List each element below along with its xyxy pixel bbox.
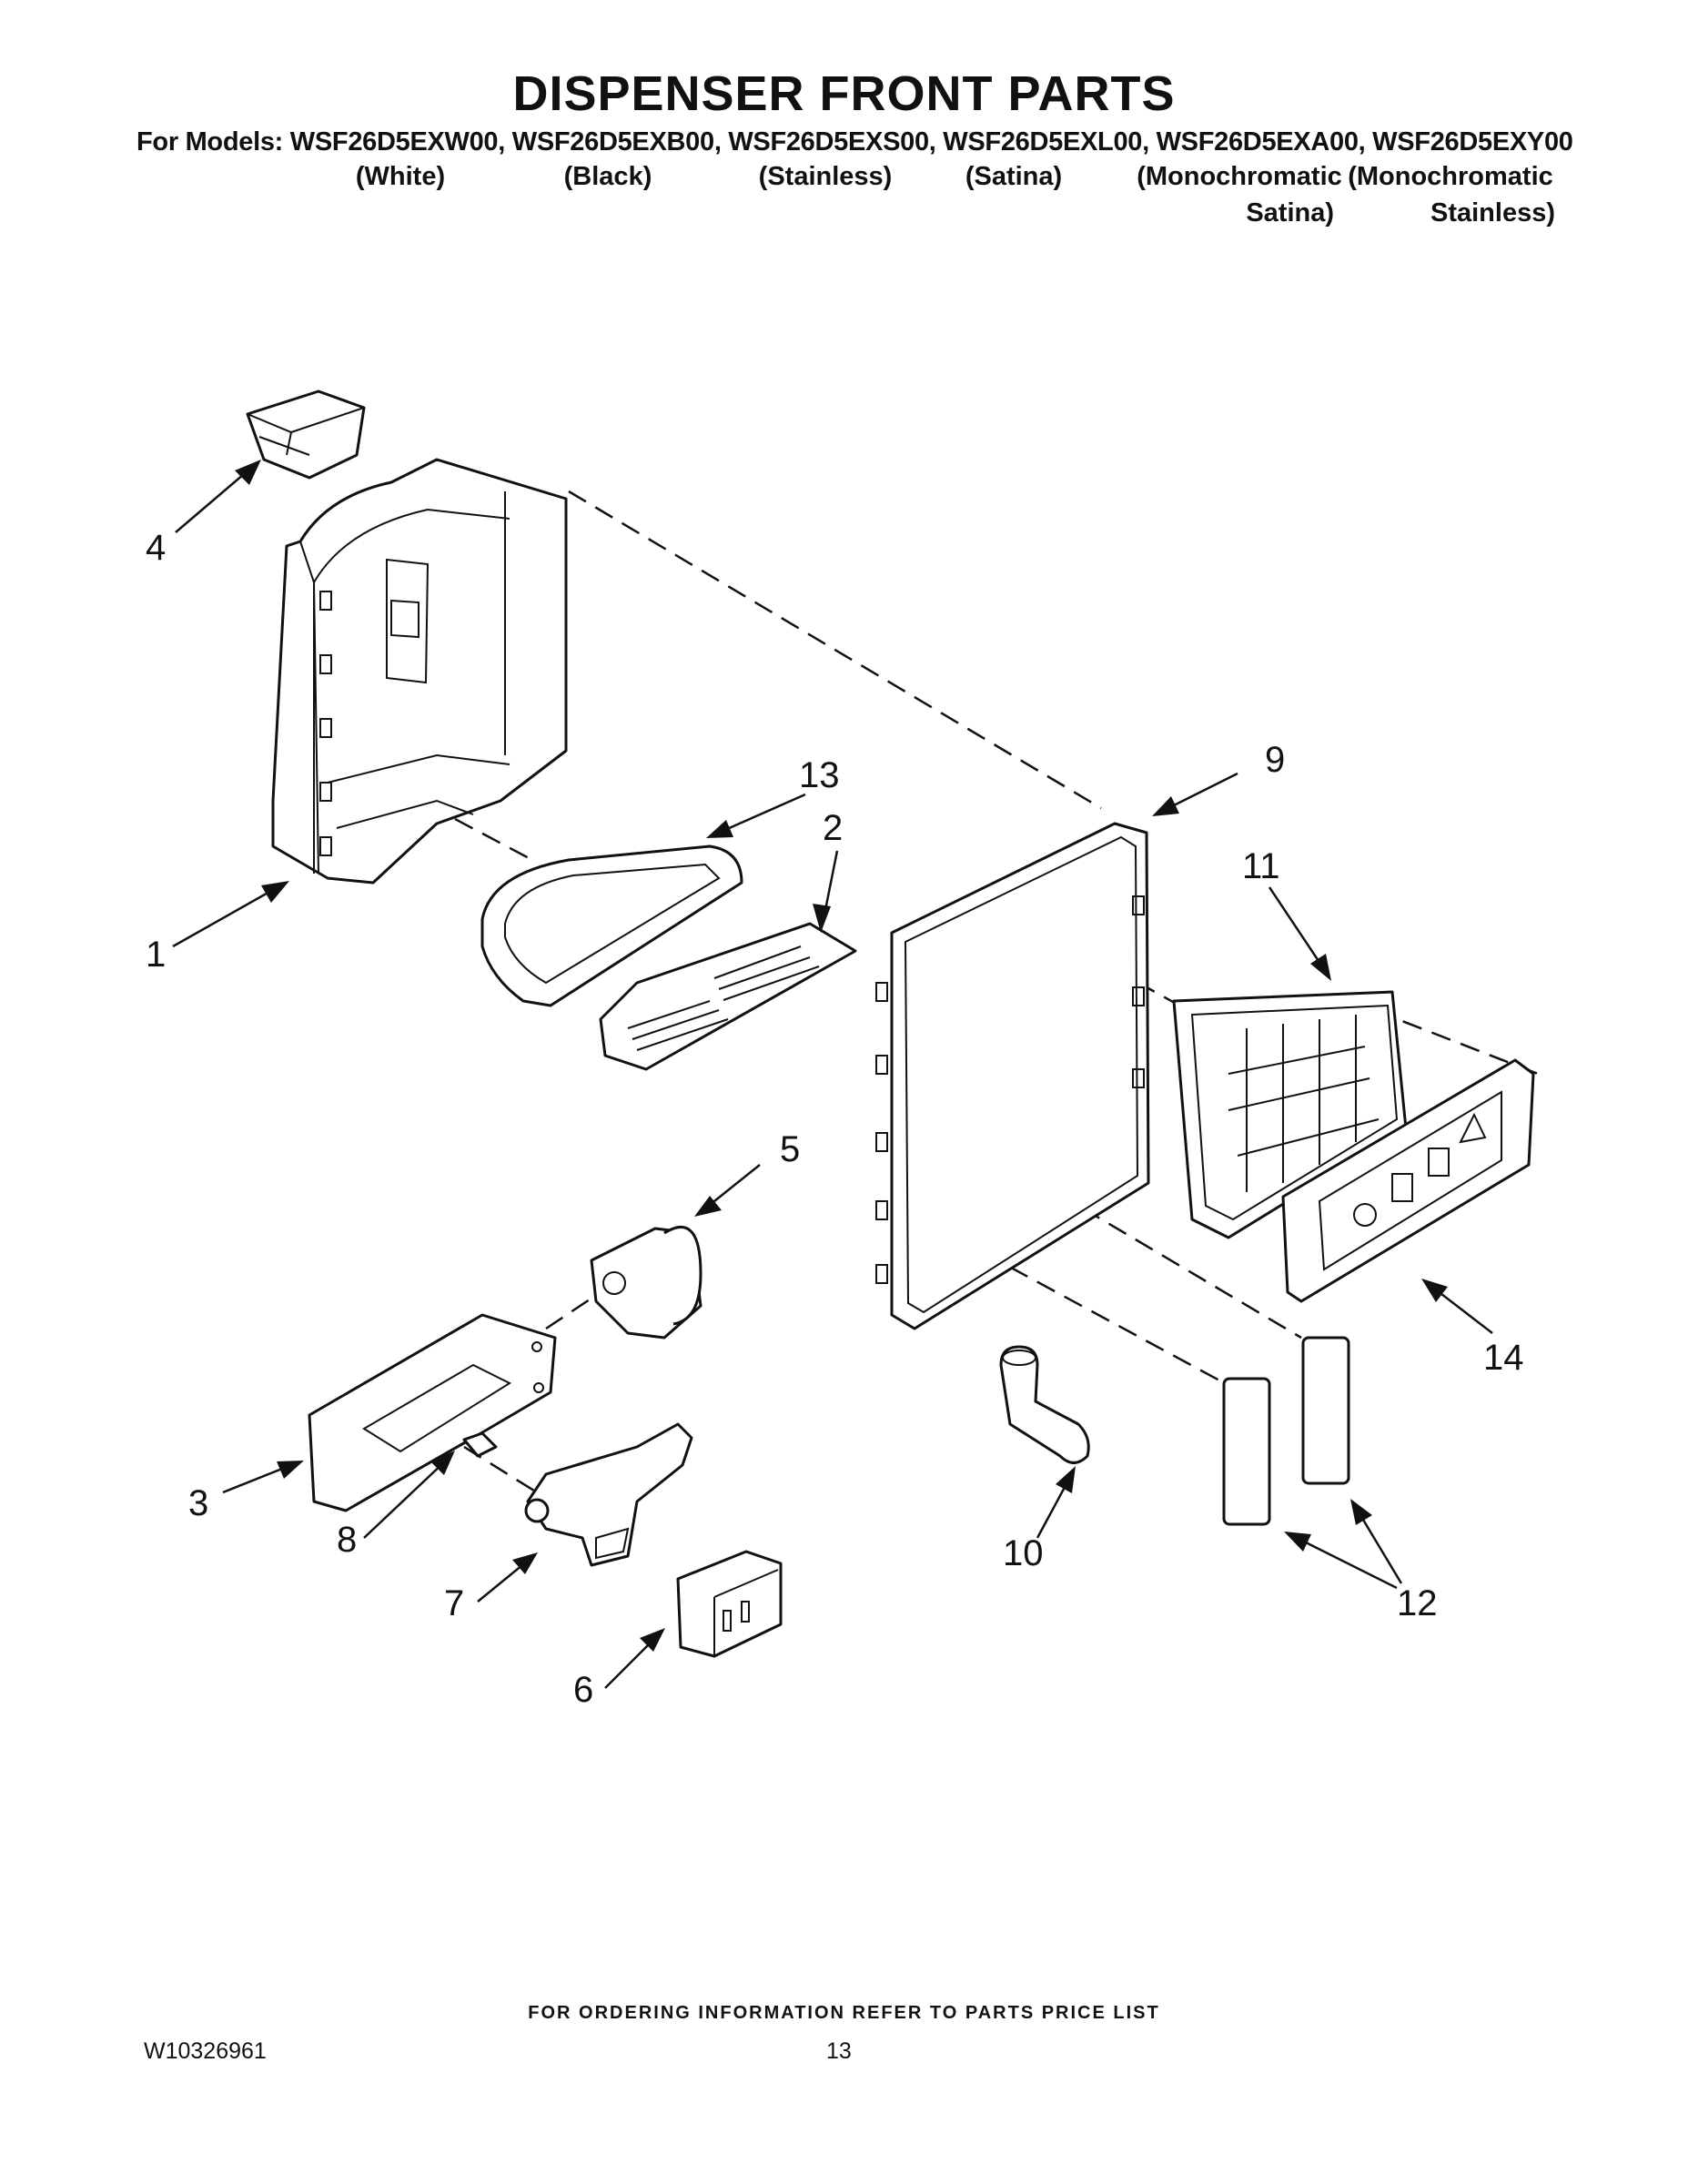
callout-3: 3 — [188, 1483, 208, 1523]
variant-monochromatic-stainless: (Monochromatic — [1348, 162, 1553, 191]
callout-14: 14 — [1483, 1338, 1524, 1378]
callout-2: 2 — [823, 808, 843, 848]
models-line: For Models: WSF26D5EXW00, WSF26D5EXB00, … — [136, 127, 1573, 157]
callout-labels: 1 2 3 4 5 6 7 8 9 10 11 12 13 14 — [146, 528, 1524, 1710]
variant-white: (White) — [355, 162, 446, 191]
callout-6: 6 — [573, 1670, 593, 1710]
part-12-buttons — [1222, 1336, 1350, 1526]
callout-7: 7 — [444, 1583, 464, 1623]
part-8-screw — [462, 1431, 498, 1458]
callout-11: 11 — [1242, 846, 1280, 886]
part-6-paddle — [676, 1550, 783, 1658]
callout-12: 12 — [1397, 1583, 1438, 1623]
part-1-housing — [271, 458, 568, 885]
callout-1: 1 — [146, 935, 166, 975]
variant-monochromatic-satina-line2: Satina) — [1246, 198, 1334, 228]
callout-4: 4 — [146, 528, 166, 568]
page-title: DISPENSER FRONT PARTS — [512, 66, 1176, 121]
part-14-control-panel — [1281, 1058, 1535, 1303]
variant-monochromatic-stainless-line2: Stainless) — [1430, 198, 1555, 228]
part-7-actuator-arm — [524, 1422, 693, 1567]
part-2-grille — [599, 922, 857, 1071]
callout-13: 13 — [799, 755, 840, 795]
document-number: W10326961 — [144, 2038, 267, 2064]
part-10-water-nozzle — [999, 1345, 1090, 1464]
part-13-tray — [480, 844, 743, 1007]
variant-monochromatic-satina: (Monochromatic — [1137, 162, 1342, 191]
callout-5: 5 — [780, 1129, 800, 1169]
callout-10: 10 — [1003, 1533, 1044, 1573]
ordering-note: FOR ORDERING INFORMATION REFER TO PARTS … — [528, 2003, 1160, 2023]
callout-leaders — [172, 460, 1493, 1689]
part-4-cup — [246, 389, 366, 480]
page-number: 13 — [826, 2038, 852, 2064]
part-3-bracket — [308, 1313, 557, 1512]
callout-9: 9 — [1265, 740, 1285, 780]
variant-black: (Black) — [563, 162, 652, 191]
part-5-motor — [590, 1226, 702, 1340]
variant-stainless: (Stainless) — [758, 162, 893, 191]
variant-satina: (Satina) — [965, 162, 1063, 191]
callout-8: 8 — [337, 1520, 357, 1560]
part-9-frame — [875, 822, 1150, 1330]
